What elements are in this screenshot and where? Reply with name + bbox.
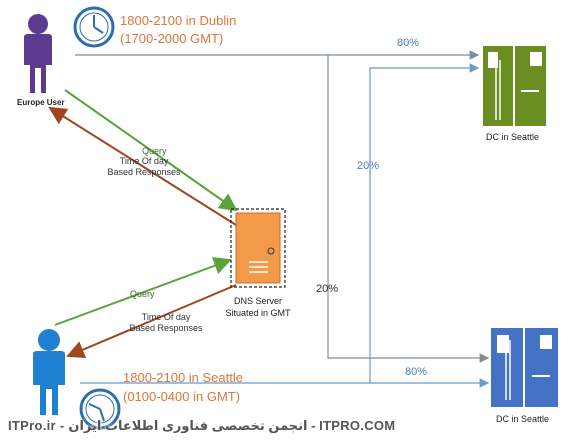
europe-time-line2: (1700-2000 GMT) (120, 31, 224, 46)
pct-top-right: 80% (397, 37, 420, 49)
seattle-query-arrow (54, 257, 232, 326)
seattle-response-label: Time Of day Based Responses (126, 312, 206, 334)
seattle-query-label: Query (130, 289, 155, 299)
seattle-time-line2: (0100-0400 in GMT) (123, 389, 241, 404)
clock-icon (73, 6, 115, 48)
pct-middle: 20% (357, 160, 380, 172)
dns-label-line1: DNS Server (233, 296, 282, 306)
watermark-text: ITPro.ir - انجمن تخصصی فناوری اطلاعات ای… (8, 418, 396, 433)
dns-label: DNS Server Situated in GMT (208, 295, 308, 319)
server-icon (230, 208, 286, 288)
pct-center: 20% (316, 283, 339, 295)
rack-icon (483, 46, 546, 126)
europe-to-dc-bottom-line (327, 55, 490, 363)
pct-bottom-right: 80% (405, 366, 428, 378)
seattle-response-line1: Time Of day (141, 312, 191, 322)
europe-query-arrow (64, 89, 238, 212)
europe-response-line2: Based Responses (107, 167, 181, 177)
person-icon (33, 329, 65, 415)
dc-bottom-label: DC in Seattle (496, 414, 550, 424)
europe-response-line1: Time Of day (119, 156, 169, 166)
seattle-time-line1: 1800-2100 in Seattle (123, 370, 243, 385)
seattle-to-dc-top-line (369, 63, 480, 383)
clock-icon (79, 388, 121, 430)
rack-icon (491, 328, 558, 407)
europe-response-arrow (48, 106, 237, 226)
europe-time-line1: 1800-2100 in Dublin (120, 13, 237, 28)
dns-label-line2: Situated in GMT (225, 308, 291, 318)
europe-query-label: Query (142, 146, 167, 156)
dc-top-label: DC in Seattle (486, 132, 540, 142)
europe-user-label: Europe User (17, 98, 65, 107)
europe-response-label: Time Of day Based Responses (104, 156, 184, 178)
person-icon (24, 14, 52, 93)
seattle-response-arrow (66, 284, 237, 359)
seattle-response-line2: Based Responses (129, 323, 203, 333)
